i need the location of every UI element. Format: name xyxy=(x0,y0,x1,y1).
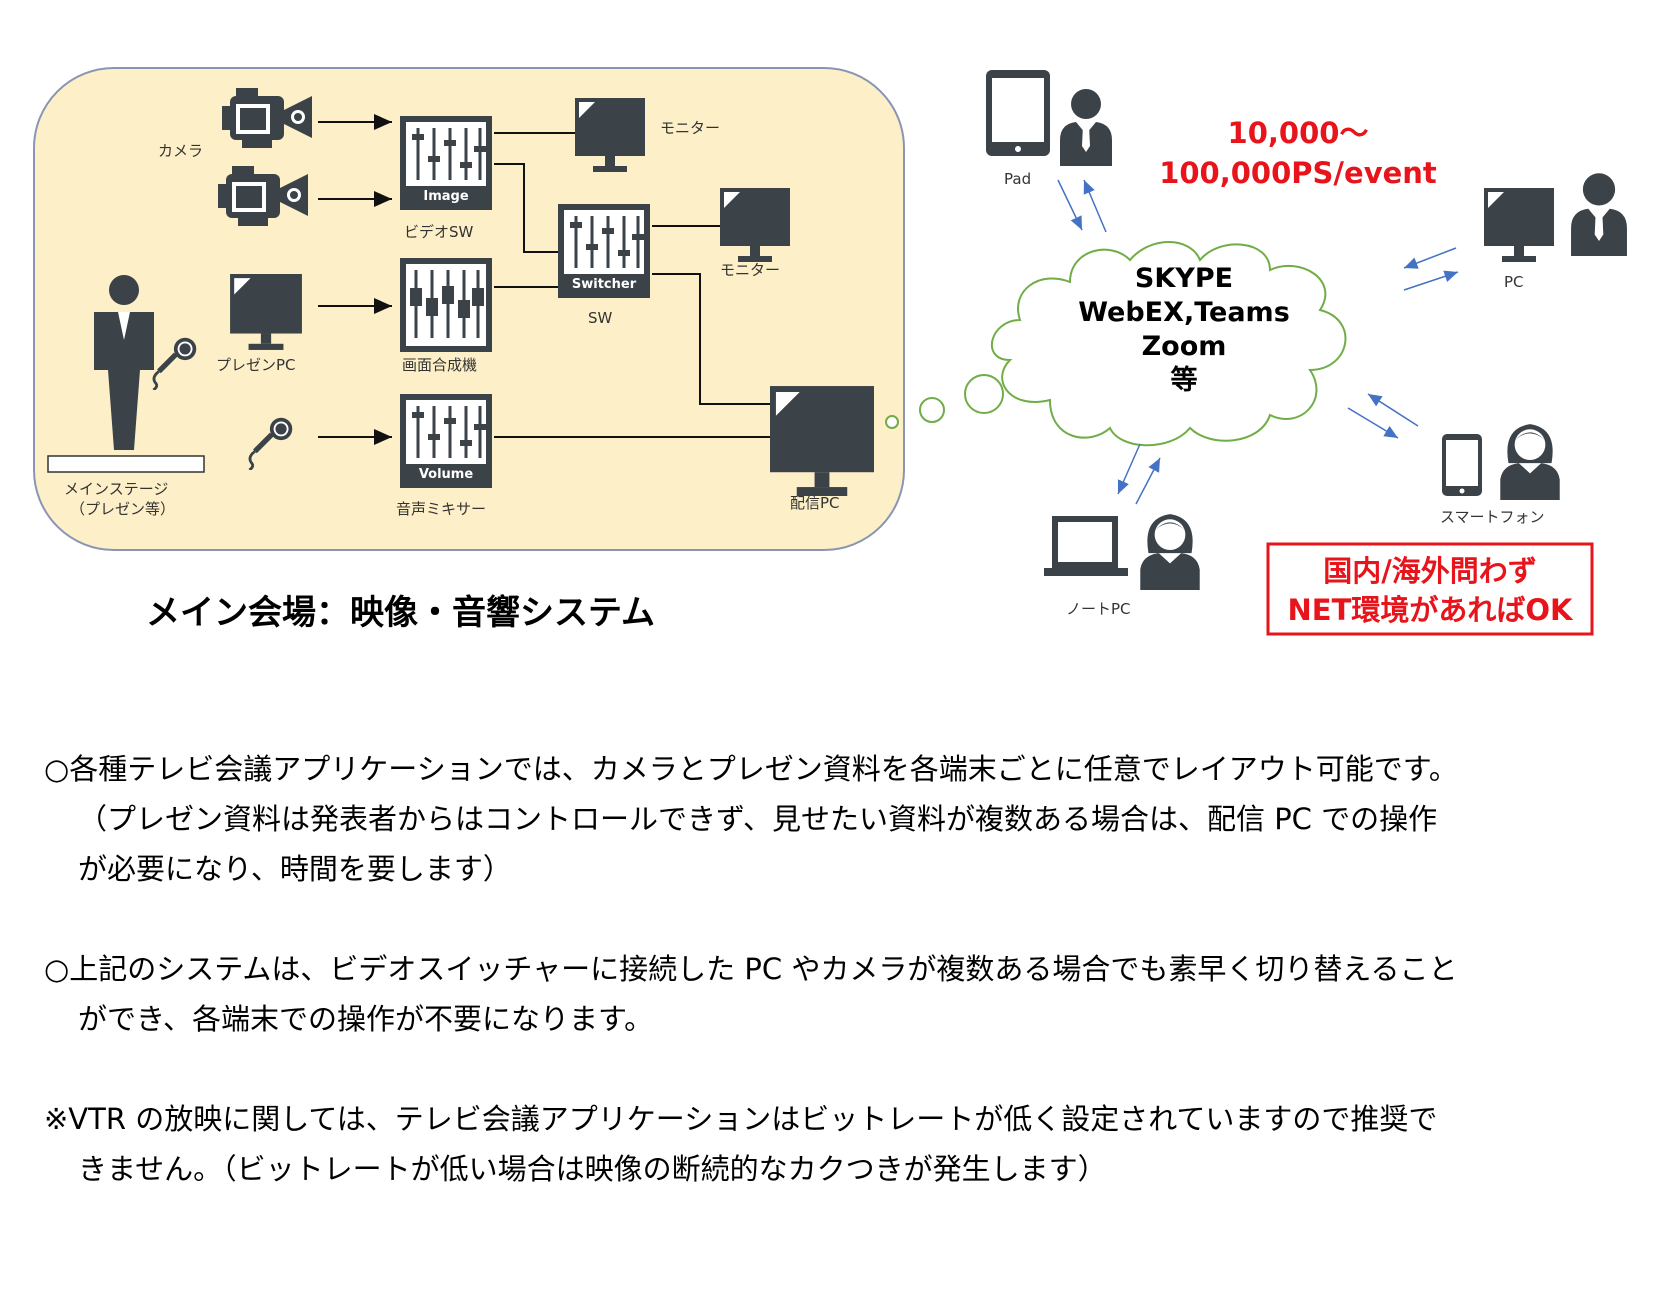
note-line: ができ、各端末での操作が不要になります。 xyxy=(78,1002,654,1036)
image-device-label: Image xyxy=(423,189,468,204)
note-line: （プレゼン資料は発表者からはコントロールできず、見せたい資料が複数ある場合は、配… xyxy=(78,802,1438,836)
presen-pc-label: プレゼンPC xyxy=(216,356,296,374)
note-paragraph-2: ○上記のシステムは、ビデオスイッチャーに接続した PC やカメラが複数ある場合で… xyxy=(44,944,1624,1044)
sw-label: SW xyxy=(588,309,613,327)
capacity-line2: 100,000PS/event xyxy=(1159,156,1437,190)
compositor-label: 画面合成機 xyxy=(402,356,477,374)
system-diagram: カメラ Image ビデオSW モニター Switcher SW モニター プレ… xyxy=(33,67,1627,636)
stage-platform xyxy=(47,455,205,473)
note-line: きません。（ビットレートが低い場合は映像の断続的なカクつきが発生します） xyxy=(78,1152,1107,1186)
pc-label: PC xyxy=(1504,273,1524,291)
note-paragraph-1: ○各種テレビ会議アプリケーションでは、カメラとプレゼン資料を各端末ごとに任意でレ… xyxy=(44,744,1624,894)
person-icon xyxy=(1571,173,1627,256)
smartphone-icon xyxy=(1442,434,1482,496)
note-line: ○各種テレビ会議アプリケーションでは、カメラとプレゼン資料を各端末ごとに任意でレ… xyxy=(44,752,1458,786)
monitor2-label: モニター xyxy=(720,261,780,279)
stage-label-line1: メインステージ xyxy=(64,480,168,498)
woman-icon xyxy=(1140,514,1200,590)
stage-label-line2: （プレゼン等） xyxy=(70,500,175,518)
camera-label: カメラ xyxy=(158,142,203,160)
switcher-device-label: Switcher xyxy=(572,277,637,292)
cloud-line3: Zoom xyxy=(1142,331,1227,362)
notepc-label: ノートPC xyxy=(1066,600,1131,618)
network-note-line1: 国内/海外問わず xyxy=(1323,554,1537,588)
thought-bubble xyxy=(919,397,945,423)
stream-pc-label: 配信PC xyxy=(790,494,840,512)
presenter-icon xyxy=(94,275,154,450)
laptop-icon xyxy=(1044,516,1128,576)
compositor-icon xyxy=(400,258,492,352)
smartphone-label: スマートフォン xyxy=(1440,508,1545,526)
capacity-line1: 10,000～ xyxy=(1228,116,1369,150)
woman-icon xyxy=(1500,424,1560,500)
person-icon xyxy=(1060,89,1112,166)
note-line: が必要になり、時間を要します） xyxy=(78,852,512,886)
mixer-label: 音声ミキサー xyxy=(396,500,486,518)
thought-bubble xyxy=(885,415,899,429)
cloud-line4: 等 xyxy=(1171,364,1198,396)
note-paragraph-3: ※VTR の放映に関しては、テレビ会議アプリケーションはビットレートが低く設定さ… xyxy=(44,1094,1624,1194)
video-sw-label: ビデオSW xyxy=(404,223,474,241)
main-venue-title: メイン会場：映像・音響システム xyxy=(146,593,655,633)
pad-label: Pad xyxy=(1004,170,1031,188)
network-note-box xyxy=(1266,542,1594,636)
monitor1-label: モニター xyxy=(660,119,720,137)
note-line: ○上記のシステムは、ビデオスイッチャーに接続した PC やカメラが複数ある場合で… xyxy=(44,952,1458,986)
monitor-icon xyxy=(1484,188,1554,262)
tablet-icon xyxy=(986,70,1050,156)
network-note-line2: NET環境があればOK xyxy=(1288,593,1575,627)
conference-cloud xyxy=(991,241,1347,447)
thought-bubble xyxy=(964,374,1004,414)
volume-device-label: Volume xyxy=(419,467,474,482)
cloud-line1: SKYPE xyxy=(1135,263,1233,294)
note-line: ※VTR の放映に関しては、テレビ会議アプリケーションはビットレートが低く設定さ… xyxy=(44,1102,1438,1136)
cloud-line2: WebEX,Teams xyxy=(1078,297,1290,328)
